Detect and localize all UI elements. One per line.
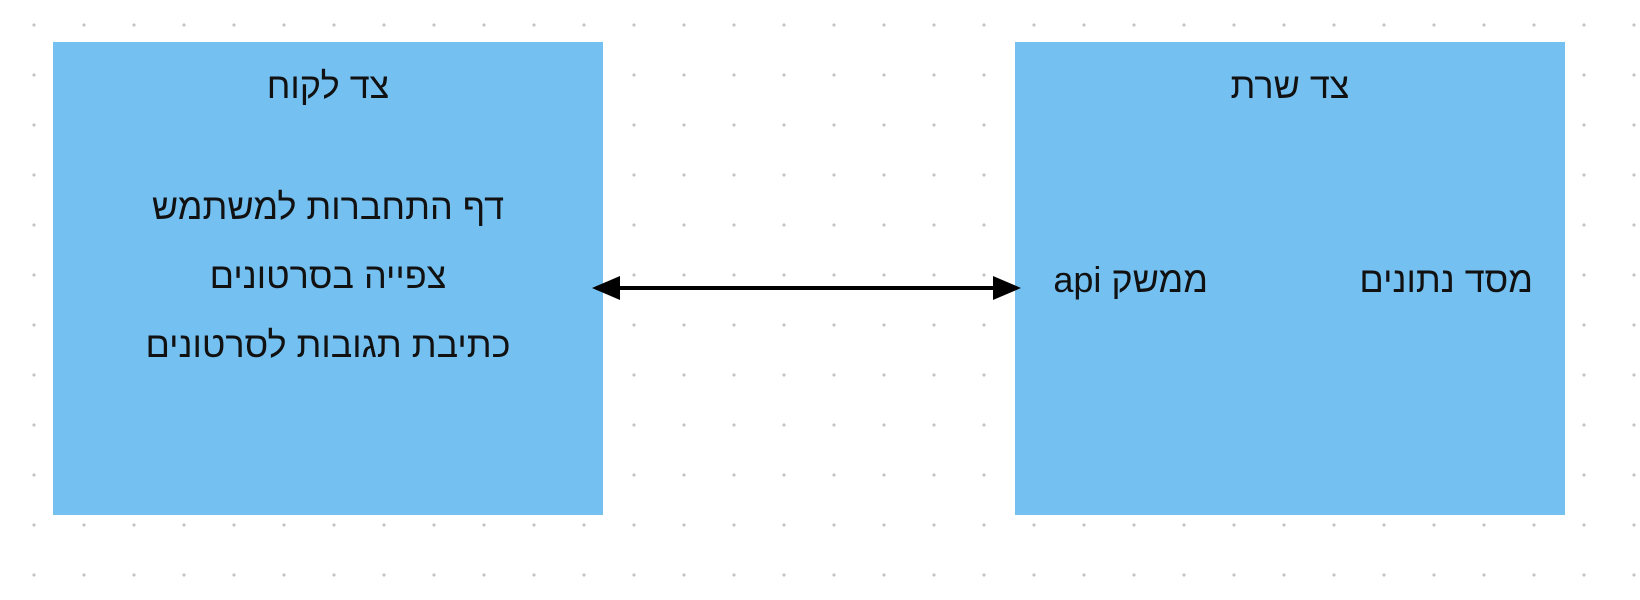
client-side-box: צד לקוח דף התחברות למשתמש צפייה בסרטונים… [53, 42, 603, 515]
server-side-box: צד שרת ממשק api מסד נתונים [1015, 42, 1565, 515]
database-label: מסד נתונים [1359, 259, 1533, 300]
client-item-watch-videos: צפייה בסרטונים [209, 255, 447, 296]
api-interface-label: ממשק api [1053, 259, 1208, 300]
client-item-write-comments: כתיבת תגובות לסרטונים [145, 324, 511, 365]
server-side-title: צד שרת [1230, 65, 1350, 106]
client-item-login-page: דף התחברות למשתמש [151, 186, 505, 227]
client-side-title: צד לקוח [266, 65, 390, 106]
client-feature-list: דף התחברות למשתמש צפייה בסרטונים כתיבת ת… [53, 185, 603, 392]
